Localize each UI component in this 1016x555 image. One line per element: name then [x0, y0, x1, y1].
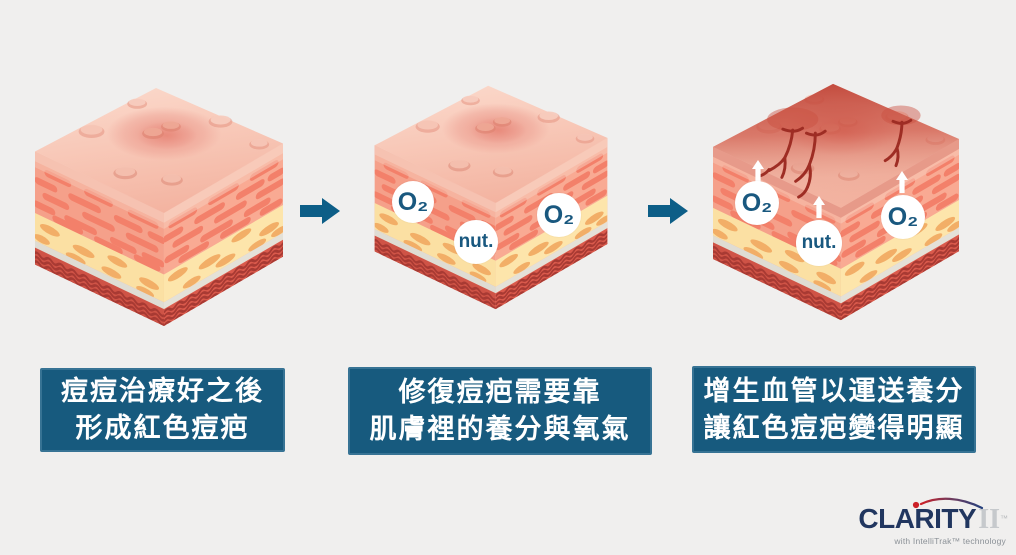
right-arrow-icon — [300, 198, 340, 224]
oxygen-label: O₂ — [887, 202, 919, 231]
caption-line: 痘痘治療好之後 — [61, 376, 264, 406]
oxygen-bubble: O₂ — [735, 181, 779, 225]
oxygen-bubble: O₂ — [537, 193, 581, 237]
caption-line: 形成紅色痘疤 — [75, 413, 250, 443]
logo-brand-text: CLARITY — [858, 503, 977, 534]
logo-tagline: with IntelliTrak™ technology — [894, 536, 1006, 546]
skin-cube-stage-2: O₂ nut. O₂ — [370, 80, 612, 313]
caption-box-stage-1: 痘痘治療好之後 形成紅色痘疤 — [40, 368, 285, 452]
right-arrow-icon — [648, 198, 688, 224]
clarity-logo: CLARITYII™ with IntelliTrak™ technology — [856, 497, 1008, 546]
logo-wordmark: CLARITYII™ — [856, 497, 1008, 539]
oxygen-bubble: O₂ — [392, 181, 434, 223]
caption-line: 增生血管以運送養分 — [703, 375, 965, 406]
nutrient-label: nut. — [458, 231, 494, 252]
oxygen-bubble: O₂ — [881, 195, 925, 239]
caption-line: 肌膚裡的養分與氧氣 — [369, 414, 631, 444]
up-arrow-icon — [896, 171, 908, 193]
skin-cube-stage-3: O₂ nut. O₂ — [708, 78, 964, 324]
caption-line: 修復痘疤需要靠 — [398, 377, 602, 407]
nutrient-label: nut. — [801, 232, 837, 253]
nutrient-bubble: nut. — [454, 220, 498, 264]
oxygen-label: O₂ — [397, 187, 429, 216]
nutrient-bubble: nut. — [796, 220, 842, 266]
caption-box-stage-3: 增生血管以運送養分 讓紅色痘疤變得明顯 — [692, 366, 976, 453]
oxygen-label: O₂ — [741, 188, 773, 217]
skin-cube-stage-1 — [30, 82, 288, 330]
up-arrow-icon — [813, 196, 825, 218]
logo-trademark: ™ — [1000, 514, 1008, 523]
logo-swoosh-icon — [912, 497, 984, 510]
caption-box-stage-2: 修復痘疤需要靠 肌膚裡的養分與氧氣 — [348, 367, 652, 455]
up-arrow-icon — [752, 160, 764, 182]
skin-layers-illustration — [30, 82, 288, 330]
oxygen-label: O₂ — [543, 200, 575, 229]
caption-line: 讓紅色痘疤變得明顯 — [703, 412, 965, 443]
logo-suffix-text: II — [978, 504, 1000, 535]
